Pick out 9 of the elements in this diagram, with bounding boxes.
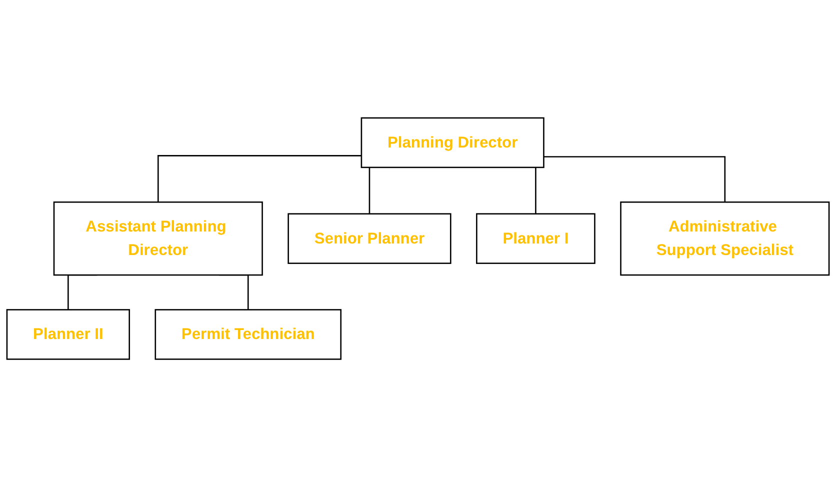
node-box: Permit Technician	[154, 310, 342, 360]
node-box: Senior Planner	[288, 214, 452, 264]
node-box: Administrative Support Specialist	[620, 202, 830, 276]
node-box: Assistant Planning Director	[53, 202, 263, 276]
connector	[544, 156, 726, 203]
node-box: Planning Director	[360, 118, 544, 168]
connector	[157, 155, 362, 203]
node-box: Planner II	[6, 310, 130, 360]
node-box: Planner I	[476, 214, 596, 264]
